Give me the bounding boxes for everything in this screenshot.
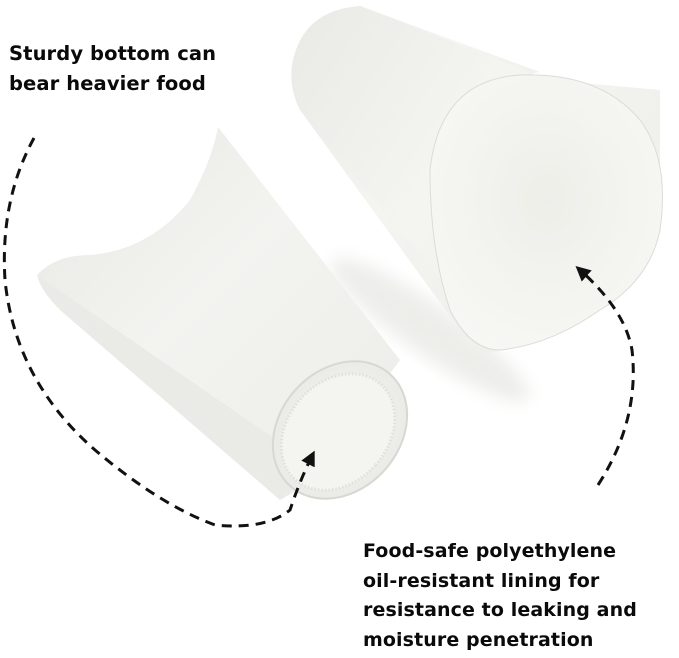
caption-line: Food-safe polyethylene xyxy=(363,540,617,562)
caption-line: resistance to leaking and xyxy=(363,599,637,621)
dashed-curved-arrow-icon xyxy=(575,266,635,486)
dashed-curved-arrow-icon xyxy=(2,137,315,528)
right-cup xyxy=(291,6,663,402)
caption-sturdy-bottom: Sturdy bottom can bear heavier food xyxy=(9,39,216,99)
caption-line: moisture penetration xyxy=(363,628,594,651)
caption-line: oil-resistant lining for xyxy=(363,569,600,592)
caption-line: Sturdy bottom can xyxy=(9,42,217,65)
caption-line: bear heavier food xyxy=(9,72,206,95)
caption-polyethylene-lining: Food-safe polyethylene oil-resistant lin… xyxy=(363,537,637,655)
